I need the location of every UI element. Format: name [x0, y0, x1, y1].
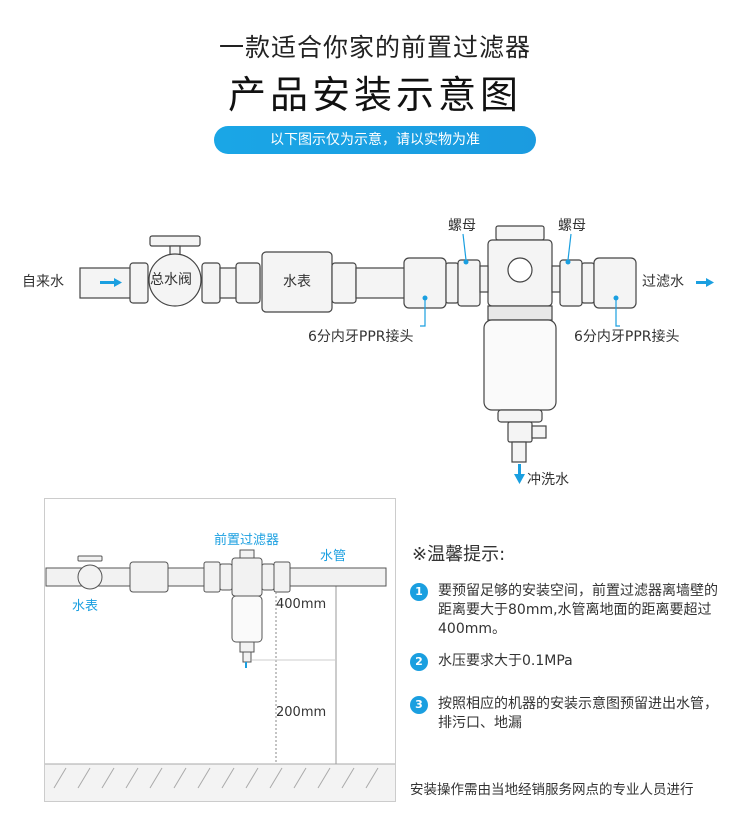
pipe-segment	[355, 267, 407, 299]
label-flush-water: 冲洗水	[527, 472, 569, 488]
label-filtered-water: 过滤水	[642, 274, 684, 290]
label-main-valve: 总水阀	[150, 272, 192, 288]
label-nut-left: 螺母	[448, 218, 476, 234]
tip-item-2: 2 水压要求大于0.1MPa	[410, 652, 728, 671]
tip-number: 3	[410, 696, 428, 714]
drain-valve	[507, 421, 533, 443]
tip-item-3: 3 按照相应的机器的安装示意图预留进出水管，排污口、地漏	[410, 695, 728, 733]
title-line-1: 一款适合你家的前置过滤器	[218, 33, 531, 62]
tip-number: 1	[410, 583, 428, 601]
filter-bowl	[483, 319, 557, 411]
nut-left	[457, 259, 481, 307]
label-water-pipe: 水管	[320, 549, 346, 564]
label-front-filter: 前置过滤器	[214, 532, 279, 548]
valve-right-collar	[201, 262, 221, 304]
title-line-2: 产品安装示意图	[227, 73, 522, 117]
label-meter-small: 水表	[72, 599, 98, 614]
tip-number: 2	[410, 653, 428, 671]
installation-diagram: 自来水 总水阀 水表 螺母 螺母 过滤水 6分内牙PPR接头 6分内牙PPR接头…	[22, 218, 714, 488]
valve-handle	[149, 235, 201, 247]
drain-outlet	[511, 441, 527, 463]
pressure-gauge	[507, 257, 533, 283]
main-valve-body	[148, 253, 202, 307]
tip-text: 水压要求大于0.1MPa	[438, 653, 573, 669]
tip-text: 要预留足够的安装空间，前置过滤器离墙壁的距离要大于80mm,水管离地面的距离要超…	[438, 583, 718, 637]
label-water-meter: 水表	[283, 274, 311, 290]
dim-wall-distance: 400mm	[276, 597, 326, 612]
label-ppr-left: 6分内牙PPR接头	[308, 328, 414, 345]
label-nut-right: 螺母	[558, 218, 586, 234]
valve-left-collar	[129, 262, 149, 304]
tips-title: ※温馨提示:	[412, 544, 506, 565]
wall-install-diagram: 400mm 200mm 前置过滤器 水管 水表	[44, 498, 396, 802]
filter-cap	[495, 225, 545, 241]
nut-right	[559, 259, 583, 307]
disclaimer-pill: 以下图示仅为示意，请以实物为准	[214, 126, 536, 154]
label-tap-water: 自来水	[22, 274, 64, 290]
footer-note: 安装操作需由当地经销服务网点的专业人员进行	[410, 782, 694, 798]
label-ppr-right: 6分内牙PPR接头	[574, 328, 680, 345]
ppr-fitting-right	[593, 257, 637, 309]
tip-text: 按照相应的机器的安装示意图预留进出水管，排污口、地漏	[438, 696, 718, 731]
tip-item-1: 1 要预留足够的安装空间，前置过滤器离墙壁的距离要大于80mm,水管离地面的距离…	[410, 582, 728, 639]
dim-floor-distance: 200mm	[276, 705, 326, 720]
